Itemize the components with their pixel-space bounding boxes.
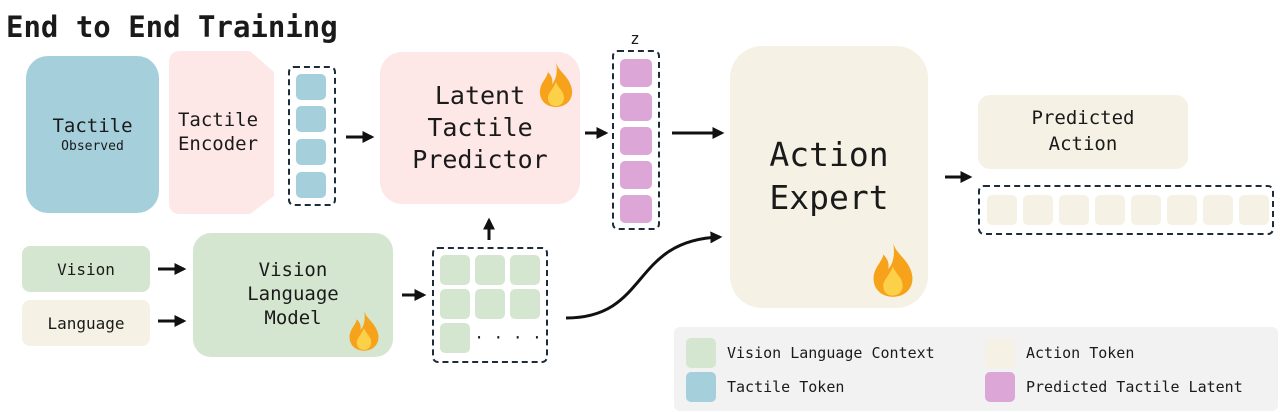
tactile-token-column	[288, 66, 336, 206]
legend-swatch-tactile	[686, 372, 716, 402]
tactile-observed-box: Tactile Observed	[26, 56, 159, 213]
tactile-token	[296, 74, 326, 100]
latent-token	[620, 161, 652, 189]
latent-token	[620, 127, 652, 155]
tactile-token	[296, 172, 326, 198]
vl-context-ellipsis: · · · ·	[474, 327, 542, 347]
latent-token-column	[612, 50, 660, 230]
latent-token	[620, 93, 652, 121]
action-token	[1131, 195, 1161, 225]
diagram-title: End to End Training	[6, 10, 338, 44]
fire-icon	[539, 62, 573, 107]
curve-context-to-action-expert	[565, 231, 723, 320]
vision-input-box: Vision	[22, 246, 150, 292]
fire-icon	[873, 242, 913, 297]
latent-token	[620, 59, 652, 87]
vision-language-model-box: Vision Language Model	[193, 233, 393, 357]
z-label: z	[630, 28, 640, 48]
vl-context-token	[475, 289, 505, 319]
vl-context-token	[510, 289, 540, 319]
legend-label-action: Action Token	[1026, 344, 1135, 362]
legend-label-vision-language: Vision Language Context	[727, 344, 935, 362]
tactile-encoder-shape	[169, 51, 274, 214]
predicted-action-box: Predicted Action	[978, 95, 1188, 169]
tactile-label: Tactile	[52, 115, 133, 137]
action-token	[1203, 195, 1233, 225]
tactile-token	[296, 139, 326, 165]
vl-context-token	[440, 289, 470, 319]
legend-label-predicted-latent: Predicted Tactile Latent	[1026, 378, 1243, 396]
legend-swatch-action	[985, 338, 1015, 368]
latent-tactile-predictor-box: Latent Tactile Predictor	[380, 52, 580, 204]
vl-context-token	[475, 255, 505, 285]
vl-context-token	[510, 255, 540, 285]
action-token	[1239, 195, 1269, 225]
action-token	[987, 195, 1017, 225]
legend	[674, 327, 1278, 411]
legend-label-tactile: Tactile Token	[727, 378, 845, 396]
tactile-encoder-label: Tactile Encoder	[177, 109, 259, 155]
legend-swatch-vision-language	[686, 338, 716, 368]
tactile-sublabel: Observed	[61, 139, 124, 154]
vl-context-token	[440, 255, 470, 285]
legend-swatch-predicted-latent	[985, 372, 1015, 402]
tactile-token	[296, 106, 326, 132]
action-token-row	[978, 185, 1274, 235]
action-token	[1095, 195, 1125, 225]
vl-context-token	[440, 323, 470, 353]
vl-context-grid	[432, 247, 548, 363]
action-token	[1023, 195, 1053, 225]
action-token	[1167, 195, 1197, 225]
language-input-box: Language	[22, 300, 150, 346]
fire-icon	[349, 310, 379, 351]
action-token	[1059, 195, 1089, 225]
latent-token	[620, 195, 652, 223]
